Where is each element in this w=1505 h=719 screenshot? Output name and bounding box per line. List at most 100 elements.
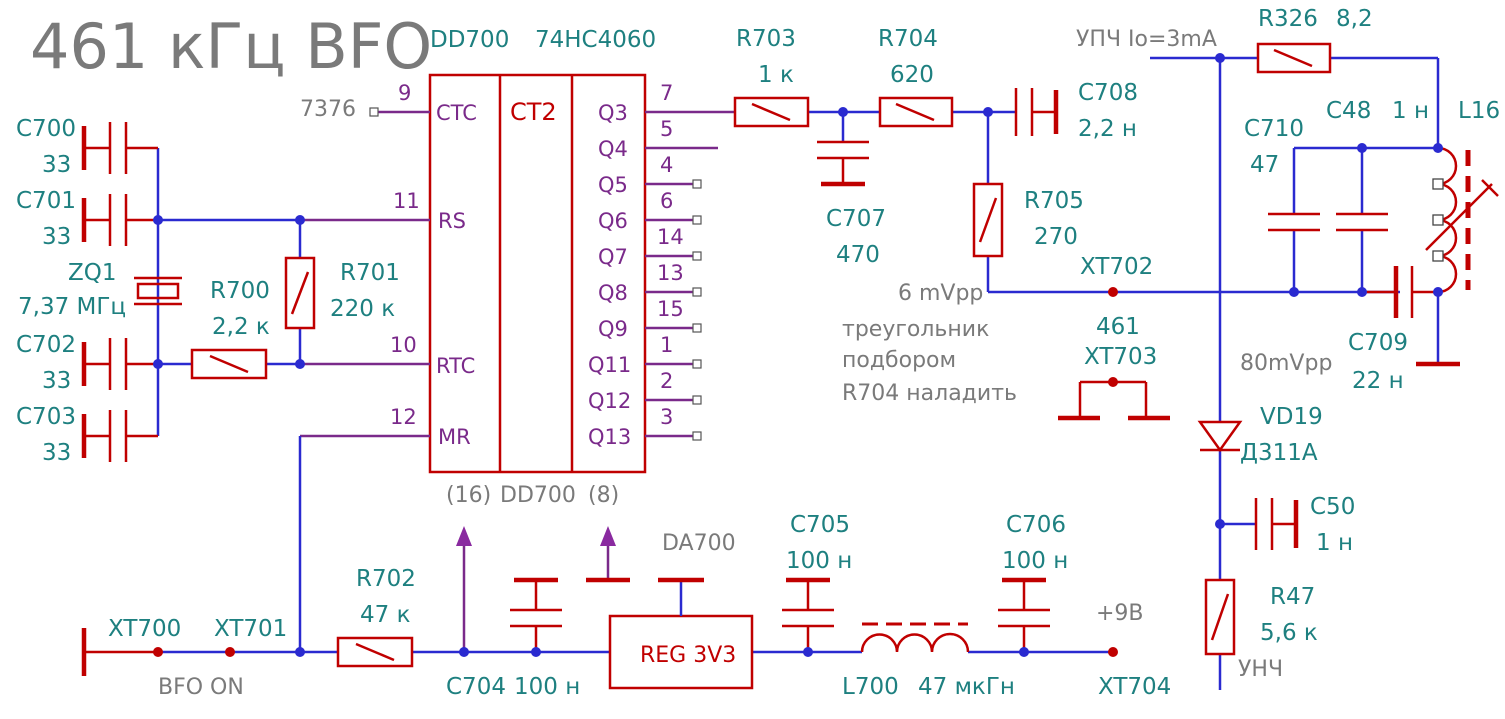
capacitor-c709: C709 22 н bbox=[1348, 266, 1460, 394]
r701-ref: R701 bbox=[340, 260, 400, 286]
zq1-value: 7,37 МГц bbox=[18, 294, 126, 320]
vd19-value: Д311А bbox=[1240, 440, 1318, 466]
capacitor-c703: C703 33 bbox=[16, 404, 158, 466]
note-adjust: R704 наладить bbox=[842, 381, 1017, 406]
c710-value: 47 bbox=[1250, 152, 1279, 178]
c707-ref: C707 bbox=[826, 206, 886, 232]
resistor-r700: R700 2,2 к bbox=[190, 278, 270, 380]
detector-section: УПЧ Io=3mA R326 8,2 C710 47 bbox=[1076, 6, 1500, 690]
c710-ref: C710 bbox=[1244, 116, 1304, 142]
pin-name-q3: Q3 bbox=[598, 101, 628, 125]
r702-value: 47 к bbox=[360, 602, 411, 628]
xt702-ref: XT702 bbox=[1080, 254, 1153, 280]
r700-value: 2,2 к bbox=[212, 314, 270, 340]
pin-name-q12: Q12 bbox=[588, 389, 631, 413]
output-network: R703 1 к R704 620 C707 470 C708 2,2 н bbox=[733, 26, 1400, 421]
capacitor-c48: C48 1 н bbox=[1326, 98, 1429, 232]
capacitor-c705: C705 100 н bbox=[782, 512, 852, 652]
r47-value: 5,6 к bbox=[1260, 620, 1318, 646]
pin-name-rs: RS bbox=[438, 209, 466, 233]
diode-vd19: VD19 Д311А bbox=[1197, 404, 1323, 466]
c50-ref: C50 bbox=[1310, 494, 1355, 520]
resistor-r326: R326 8,2 bbox=[1256, 6, 1373, 74]
schematic-title: 461 кГц BFO bbox=[30, 10, 432, 83]
c709-value: 22 н bbox=[1352, 368, 1404, 394]
r704-value: 620 bbox=[890, 62, 934, 88]
pin-name-q13: Q13 bbox=[588, 425, 631, 449]
ic-pin-wires bbox=[300, 107, 735, 441]
pin-name-q8: Q8 bbox=[598, 281, 628, 305]
capacitor-c708: C708 2,2 н bbox=[1014, 80, 1138, 142]
ic-ref: DD700 bbox=[430, 27, 509, 53]
c704-value: 100 н bbox=[514, 674, 580, 700]
pin-name-mr: MR bbox=[438, 425, 471, 449]
c702-value: 33 bbox=[42, 368, 71, 394]
pin-name-q9: Q9 bbox=[598, 317, 628, 341]
r326-value: 8,2 bbox=[1336, 6, 1373, 32]
pin-num-11: 11 bbox=[393, 189, 420, 213]
pin-name-ctc: CTC bbox=[436, 101, 477, 125]
pin-num-15: 15 bbox=[657, 297, 684, 321]
r703-ref: R703 bbox=[736, 26, 796, 52]
pin-num-3: 3 bbox=[660, 405, 673, 429]
ic-dd700: DD700 74HC4060 CT2 CTC RS RTC MR 9 11 10… bbox=[300, 27, 684, 508]
c702-ref: C702 bbox=[16, 332, 76, 358]
ic-bottom-ref: DD700 bbox=[500, 483, 576, 508]
resistor-r705: R705 270 bbox=[972, 182, 1084, 258]
pin-num-13: 13 bbox=[657, 261, 684, 285]
pin-num-6: 6 bbox=[660, 189, 673, 213]
power-section: XT700 XT701 BFO ON R702 47 к C704 100 bbox=[81, 436, 1171, 700]
r703-value: 1 к bbox=[758, 62, 794, 88]
pin-name-q5: Q5 bbox=[598, 173, 628, 197]
ic-power-pin: (16) bbox=[446, 483, 491, 508]
da700-ref: DA700 bbox=[662, 531, 736, 556]
capacitor-c50: C50 1 н bbox=[1254, 494, 1355, 556]
capacitor-c700: C700 33 bbox=[16, 116, 158, 178]
c708-ref: C708 bbox=[1078, 80, 1138, 106]
c703-ref: C703 bbox=[16, 404, 76, 430]
pin-name-q6: Q6 bbox=[598, 209, 628, 233]
l16-ref: L16 bbox=[1458, 98, 1500, 124]
testpoint-xt704: +9В XT704 bbox=[1096, 601, 1171, 700]
pin-num-5: 5 bbox=[660, 117, 673, 141]
c701-value: 33 bbox=[42, 224, 71, 250]
capacitor-c706: C706 100 н bbox=[998, 512, 1068, 652]
resistor-r702: R702 47 к bbox=[336, 566, 416, 668]
c708-value: 2,2 н bbox=[1078, 116, 1137, 142]
zq1-ref: ZQ1 bbox=[68, 260, 117, 286]
ic-ground-pin: (8) bbox=[588, 483, 619, 508]
pin-num-10: 10 bbox=[390, 333, 417, 357]
c709-ref: C709 bbox=[1348, 330, 1408, 356]
ic-body bbox=[428, 73, 647, 474]
vd19-ref: VD19 bbox=[1260, 404, 1323, 430]
crystal-zq1: ZQ1 7,37 МГц bbox=[18, 260, 182, 320]
c703-value: 33 bbox=[42, 440, 71, 466]
testpoint-xt701: XT701 bbox=[214, 616, 287, 657]
r700-ref: R700 bbox=[210, 278, 270, 304]
xt701-ref: XT701 bbox=[214, 616, 287, 642]
pin-num-2: 2 bbox=[660, 369, 673, 393]
pin-num-12: 12 bbox=[390, 405, 417, 429]
pin-num-9: 9 bbox=[398, 81, 411, 105]
c705-value: 100 н bbox=[786, 548, 852, 574]
xt703-ref: XT703 bbox=[1084, 344, 1157, 370]
c700-ref: C700 bbox=[16, 116, 76, 142]
ic-part: 74HC4060 bbox=[535, 27, 656, 53]
da700-label: REG 3V3 bbox=[640, 643, 736, 668]
pin-name-q7: Q7 bbox=[598, 245, 628, 269]
l700-ref: L700 bbox=[842, 674, 899, 700]
r326-ref: R326 bbox=[1258, 6, 1318, 32]
pin-name-rtc: RTC bbox=[436, 354, 475, 378]
regulator-da700: REG 3V3 DA700 bbox=[608, 531, 754, 690]
xt703-value: 461 bbox=[1096, 314, 1140, 340]
r701-value: 220 к bbox=[330, 296, 395, 322]
xt704-ref: XT704 bbox=[1098, 674, 1171, 700]
r47-ref: R47 bbox=[1270, 584, 1315, 610]
note-upch: УПЧ Io=3mA bbox=[1076, 27, 1217, 52]
l700-value: 47 мкГн bbox=[918, 674, 1015, 700]
ic-name: CT2 bbox=[510, 98, 557, 126]
c705-ref: C705 bbox=[790, 512, 850, 538]
pin-num-4: 4 bbox=[660, 153, 673, 177]
xt704-label: +9В bbox=[1096, 601, 1144, 626]
pin-num-1: 1 bbox=[660, 333, 673, 357]
